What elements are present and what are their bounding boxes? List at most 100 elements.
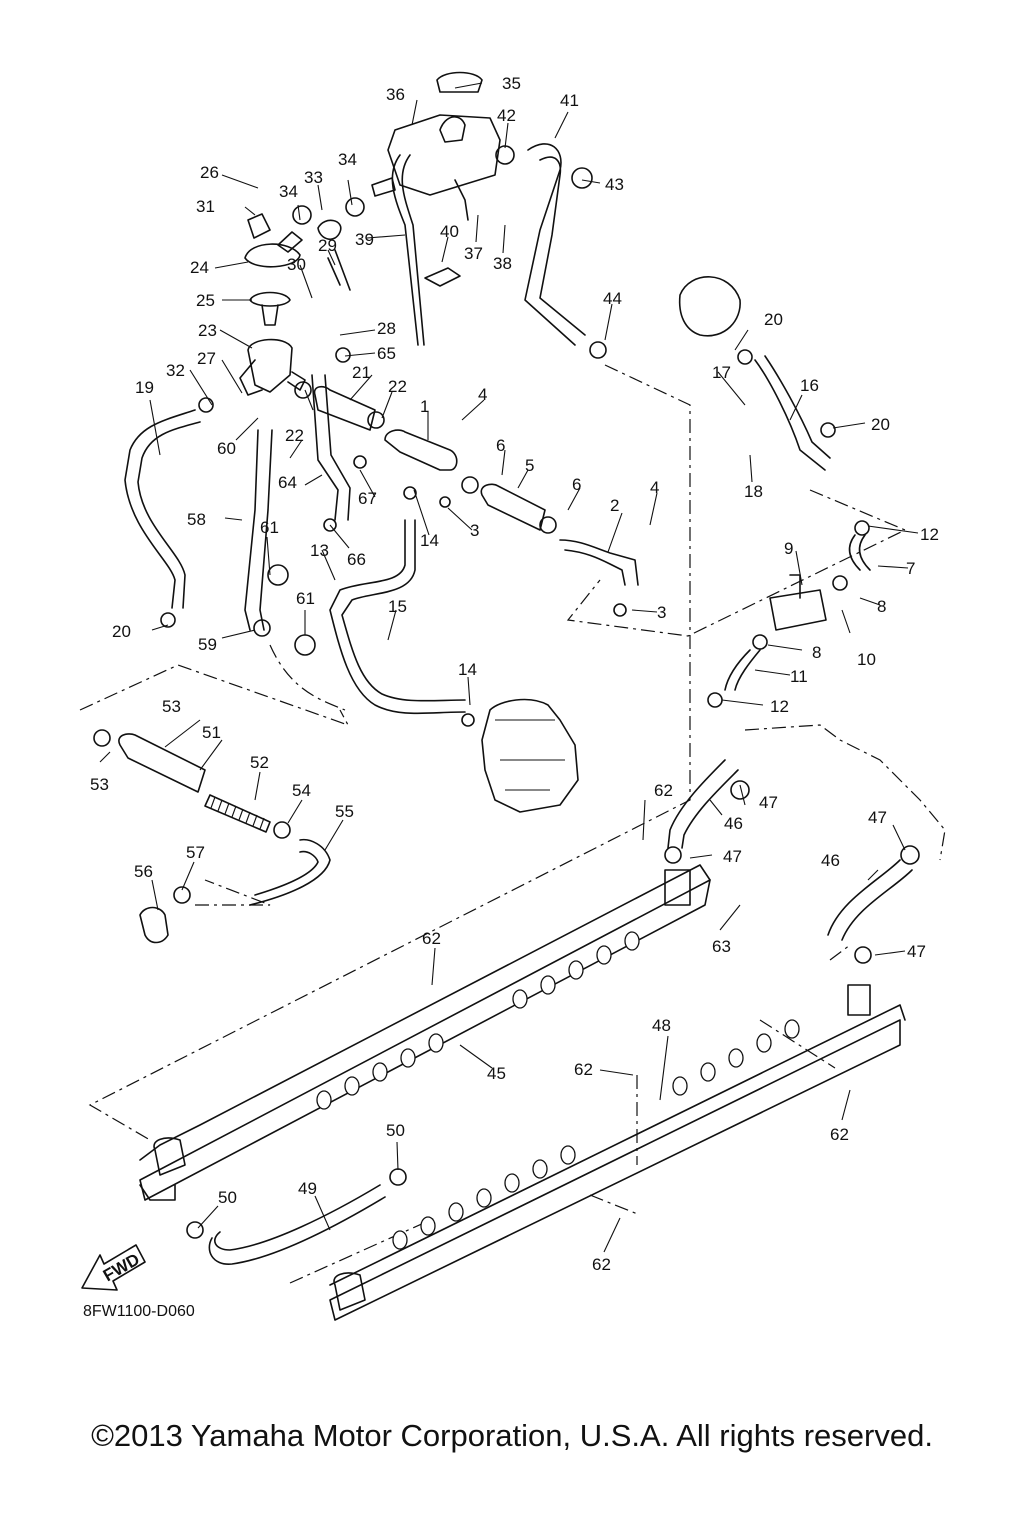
callout-52: 52 bbox=[250, 753, 269, 772]
fwd-arrow: FWD bbox=[81, 1244, 146, 1291]
callout-45: 45 bbox=[487, 1064, 506, 1083]
callout-11: 11 bbox=[790, 667, 808, 686]
callout-9: 9 bbox=[784, 539, 793, 558]
heat-exchanger-45 bbox=[139, 864, 711, 1201]
callout-62: 62 bbox=[592, 1255, 611, 1274]
hose-7 bbox=[848, 534, 871, 571]
leader-lines bbox=[99, 82, 919, 1253]
callout-22: 22 bbox=[388, 377, 407, 396]
callout-42: 42 bbox=[497, 106, 516, 125]
overflow-hose-39 bbox=[391, 154, 425, 346]
callout-47: 47 bbox=[868, 808, 887, 827]
callout-50: 50 bbox=[218, 1188, 237, 1207]
callout-38: 38 bbox=[493, 254, 512, 273]
callout-65: 65 bbox=[377, 344, 396, 363]
callout-12: 12 bbox=[770, 697, 789, 716]
callout-51: 51 bbox=[202, 723, 221, 742]
callout-17: 17 bbox=[712, 363, 731, 382]
callout-46: 46 bbox=[821, 851, 840, 870]
hose-13 bbox=[329, 519, 466, 715]
callout-64: 64 bbox=[278, 473, 297, 492]
callout-15: 15 bbox=[388, 597, 407, 616]
callout-29: 29 bbox=[318, 236, 337, 255]
callout-2: 2 bbox=[610, 496, 619, 515]
callout-23: 23 bbox=[198, 321, 217, 340]
callout-21: 21 bbox=[352, 363, 371, 382]
clamps bbox=[93, 145, 920, 1239]
callout-31: 31 bbox=[196, 197, 215, 216]
elbow-56 bbox=[139, 906, 169, 944]
hose-11 bbox=[724, 649, 761, 691]
bracket-40 bbox=[424, 267, 461, 287]
hose-51 bbox=[118, 733, 206, 793]
heat-exchanger-48-holes bbox=[392, 1019, 800, 1250]
heat-exchanger-45-holes bbox=[316, 931, 640, 1110]
spring-52 bbox=[204, 794, 271, 833]
callout-26: 26 bbox=[200, 163, 219, 182]
callout-39: 39 bbox=[355, 230, 374, 249]
callout-4: 4 bbox=[650, 478, 659, 497]
drawing-code: 8FW1100-D060 bbox=[83, 1303, 195, 1320]
reservoir-tank bbox=[371, 71, 501, 221]
copyright-notice: ©2013 Yamaha Motor Corporation, U.S.A. A… bbox=[91, 1418, 933, 1453]
hose-64 bbox=[311, 374, 351, 521]
callout-10: 10 bbox=[857, 650, 876, 669]
callout-19: 19 bbox=[135, 378, 154, 397]
callout-4: 4 bbox=[478, 385, 487, 404]
callout-30: 30 bbox=[287, 255, 306, 274]
callout-36: 36 bbox=[386, 85, 405, 104]
callout-18: 18 bbox=[744, 482, 763, 501]
callout-48: 48 bbox=[652, 1016, 671, 1035]
pump-outline bbox=[678, 276, 741, 337]
water-pump-cover bbox=[481, 698, 579, 813]
callout-67: 67 bbox=[358, 489, 377, 508]
hose-21 bbox=[313, 385, 376, 431]
callout-20: 20 bbox=[764, 310, 783, 329]
callout-12: 12 bbox=[920, 525, 939, 544]
callout-13: 13 bbox=[310, 541, 329, 560]
callout-16: 16 bbox=[800, 376, 819, 395]
callout-50: 50 bbox=[386, 1121, 405, 1140]
pipe-1 bbox=[384, 429, 458, 471]
callout-62: 62 bbox=[830, 1125, 849, 1144]
callout-60: 60 bbox=[217, 439, 236, 458]
fwd-label: FWD bbox=[100, 1250, 143, 1286]
callout-35: 35 bbox=[502, 74, 521, 93]
callout-8: 8 bbox=[877, 597, 886, 616]
callout-53: 53 bbox=[162, 697, 181, 716]
callout-14: 14 bbox=[420, 531, 439, 550]
hose-46-right bbox=[827, 859, 913, 1016]
callout-62: 62 bbox=[574, 1060, 593, 1079]
callout-34: 34 bbox=[338, 150, 357, 169]
callout-14: 14 bbox=[458, 660, 477, 679]
heat-exchanger-48 bbox=[329, 1004, 906, 1321]
callout-6: 6 bbox=[496, 436, 505, 455]
hose-19 bbox=[124, 409, 201, 609]
joint-9 bbox=[769, 574, 827, 631]
callout-5: 5 bbox=[525, 456, 534, 475]
callout-63: 63 bbox=[712, 937, 731, 956]
callout-7: 7 bbox=[906, 559, 915, 578]
callout-20: 20 bbox=[112, 622, 131, 641]
callout-34: 34 bbox=[279, 182, 298, 201]
callout-40: 40 bbox=[440, 222, 459, 241]
reference-lines bbox=[79, 364, 946, 1284]
callout-24: 24 bbox=[190, 258, 209, 277]
callout-41: 41 bbox=[560, 91, 579, 110]
callout-43: 43 bbox=[605, 175, 624, 194]
callout-33: 33 bbox=[304, 168, 323, 187]
callout-3: 3 bbox=[657, 603, 666, 622]
callout-47: 47 bbox=[907, 942, 926, 961]
hose-55 bbox=[249, 838, 331, 906]
callout-55: 55 bbox=[335, 802, 354, 821]
hose-41-44 bbox=[524, 143, 586, 346]
hose-5 bbox=[480, 483, 546, 531]
callout-37: 37 bbox=[464, 244, 483, 263]
callout-1: 1 bbox=[420, 397, 429, 416]
callout-47: 47 bbox=[723, 847, 742, 866]
hose-16 bbox=[754, 355, 831, 471]
callout-61: 61 bbox=[260, 518, 279, 537]
callout-53: 53 bbox=[90, 775, 109, 794]
callout-numbers: 1 2 3 3 4 4 5 6 6 7 8 8 9 10 11 12 12 13… bbox=[90, 74, 939, 1274]
